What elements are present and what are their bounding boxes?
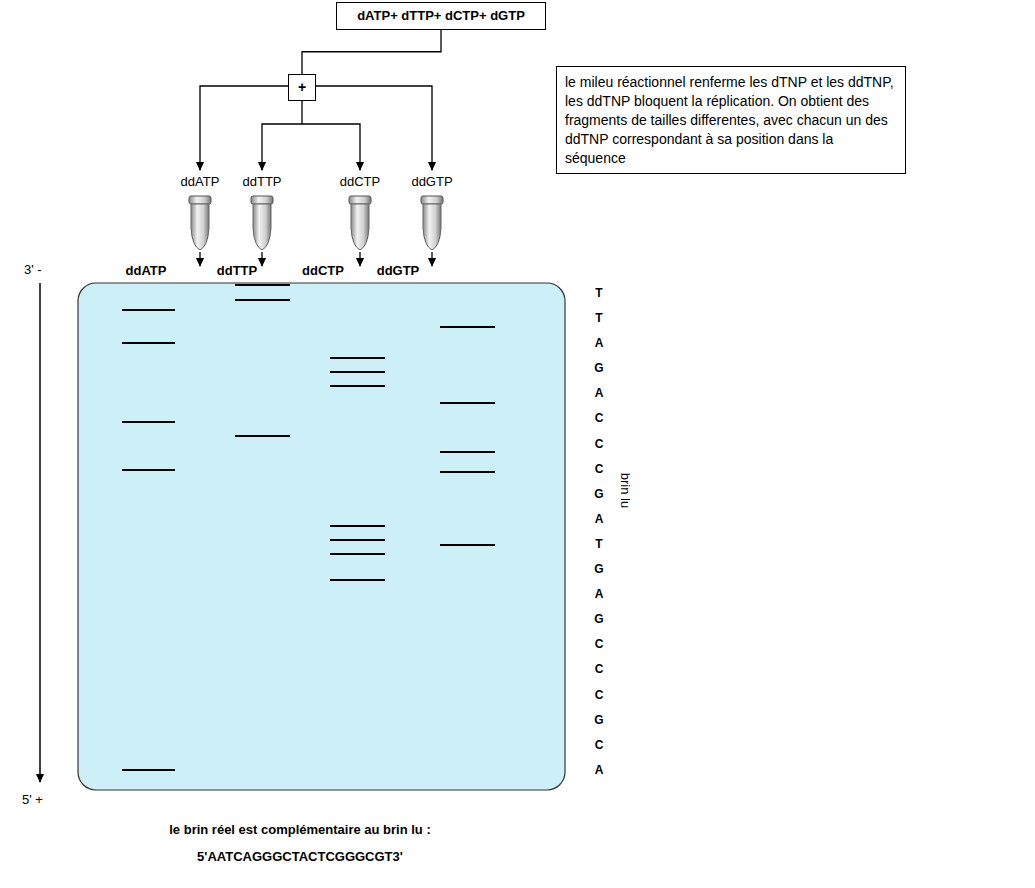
plus-box: + [288, 74, 316, 101]
branch-lines [200, 86, 432, 170]
gel [78, 283, 565, 790]
strand-label: brin lu [618, 472, 633, 507]
tubes [189, 196, 443, 250]
tube-label: ddGTP [411, 174, 452, 189]
tube-label: ddCTP [340, 174, 380, 189]
lane-header: ddGTP [377, 263, 420, 278]
tube-label: ddTTP [242, 174, 281, 189]
sequence-line: 5'AATCAGGGCTACTCGGGCGT3' [197, 849, 403, 864]
lane-header: ddATP [126, 263, 167, 278]
lane-header: ddTTP [217, 263, 257, 278]
node-text: le mileu réactionnel renferme les dTNP e… [565, 73, 897, 167]
lane-header: ddCTP [302, 263, 344, 278]
connector [302, 30, 441, 74]
node-text: + [289, 78, 315, 97]
read-sequence: TTAGACCCGATGAGCCCGCA [593, 281, 605, 783]
tube-label: ddATP [181, 174, 220, 189]
gel-bands [122, 285, 495, 770]
end-label: 5' + [22, 792, 43, 807]
end-label: 3' - [24, 262, 42, 277]
node-text: dATP+ dTTP+ dCTP+ dGTP [343, 7, 539, 25]
note-box: le mileu réactionnel renferme les dTNP e… [556, 66, 906, 174]
migration-arrow [39, 283, 41, 782]
mix-box: dATP+ dTTP+ dCTP+ dGTP [336, 2, 546, 30]
caption-line: le brin réel est complémentaire au brin … [169, 822, 431, 837]
